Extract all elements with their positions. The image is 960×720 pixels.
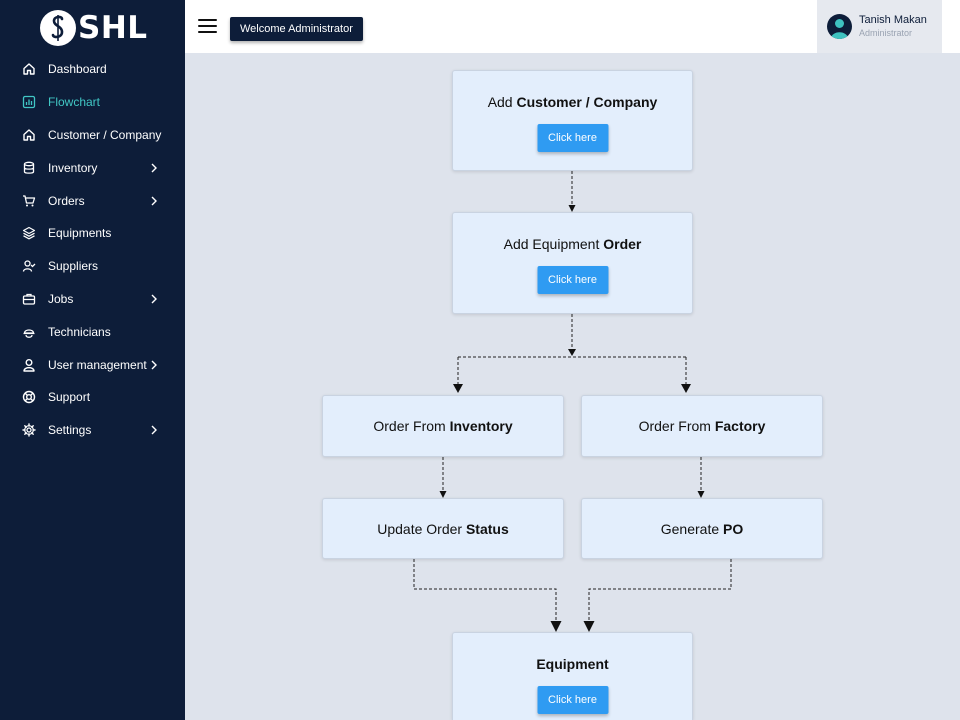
sidebar-item-label: User management bbox=[48, 357, 147, 372]
sidebar-item-label: Settings bbox=[48, 423, 92, 438]
sidebar-item-label: Suppliers bbox=[48, 259, 99, 274]
flow-step-title: Add Equipment Order bbox=[503, 236, 642, 252]
sidebar-item-label: Support bbox=[48, 390, 91, 405]
sidebar-item-label: Dashboard bbox=[48, 62, 107, 77]
chevron-right-icon bbox=[151, 163, 157, 173]
flow-step-order-from-factory: Order From Factory bbox=[581, 395, 823, 457]
user-icon bbox=[22, 358, 36, 372]
sidebar-item-orders[interactable]: Orders bbox=[0, 184, 185, 217]
chart-icon bbox=[22, 95, 36, 109]
user-role: Administrator bbox=[859, 28, 913, 38]
sidebar-item-user-management[interactable]: User management bbox=[0, 348, 185, 381]
layers-icon bbox=[22, 226, 36, 240]
sidebar-item-settings[interactable]: Settings bbox=[0, 414, 185, 447]
user-check-icon bbox=[22, 259, 36, 273]
lifebuoy-icon bbox=[22, 390, 36, 404]
chevron-right-icon bbox=[151, 425, 157, 435]
sidebar-nav: Dashboard Flowchart Customer / Company I… bbox=[0, 53, 185, 447]
sidebar-item-label: Flowchart bbox=[48, 95, 101, 110]
flow-step-add-customer: Add Customer / Company Click here bbox=[452, 70, 693, 171]
sidebar-item-label: Orders bbox=[48, 193, 85, 208]
sidebar: SHL Dashboard Flowchart Customer / Compa… bbox=[0, 0, 185, 720]
user-profile[interactable]: Tanish Makan Administrator bbox=[817, 0, 942, 53]
brand-logo[interactable]: SHL bbox=[40, 10, 148, 46]
flow-step-update-order-status: Update Order Status bbox=[322, 498, 564, 559]
database-icon bbox=[22, 161, 36, 175]
flow-step-equipment: Equipment Click here bbox=[452, 632, 693, 720]
sidebar-item-customer-company[interactable]: Customer / Company bbox=[0, 119, 185, 152]
flow-step-title: Equipment bbox=[536, 656, 609, 672]
add-customer-button[interactable]: Click here bbox=[537, 124, 608, 152]
flow-step-title: Add Customer / Company bbox=[487, 94, 658, 110]
flow-step-generate-po: Generate PO bbox=[581, 498, 823, 559]
sidebar-item-inventory[interactable]: Inventory bbox=[0, 151, 185, 184]
chevron-right-icon bbox=[151, 196, 157, 206]
sidebar-item-label: Equipments bbox=[48, 226, 112, 241]
equipment-button[interactable]: Click here bbox=[537, 686, 608, 714]
flow-step-order-from-inventory: Order From Inventory bbox=[322, 395, 564, 457]
sidebar-item-jobs[interactable]: Jobs bbox=[0, 283, 185, 316]
sidebar-item-label: Customer / Company bbox=[48, 127, 162, 142]
sidebar-item-label: Technicians bbox=[48, 324, 111, 339]
user-name: Tanish Makan bbox=[859, 14, 927, 26]
gear-icon bbox=[22, 423, 36, 437]
sidebar-item-support[interactable]: Support bbox=[0, 381, 185, 414]
avatar bbox=[827, 14, 852, 39]
helmet-icon bbox=[22, 325, 36, 339]
flow-step-title: Generate PO bbox=[660, 521, 744, 537]
sidebar-item-label: Inventory bbox=[48, 160, 98, 175]
sidebar-item-suppliers[interactable]: Suppliers bbox=[0, 250, 185, 283]
logo-icon bbox=[40, 10, 76, 46]
add-equipment-order-button[interactable]: Click here bbox=[537, 266, 608, 294]
sidebar-item-equipments[interactable]: Equipments bbox=[0, 217, 185, 250]
brand-name: SHL bbox=[78, 10, 148, 46]
menu-toggle-icon[interactable] bbox=[198, 19, 217, 35]
cart-icon bbox=[22, 194, 36, 208]
sidebar-item-technicians[interactable]: Technicians bbox=[0, 315, 185, 348]
sidebar-item-label: Jobs bbox=[48, 291, 74, 306]
sidebar-item-flowchart[interactable]: Flowchart bbox=[0, 86, 185, 119]
briefcase-icon bbox=[22, 292, 36, 306]
sidebar-item-dashboard[interactable]: Dashboard bbox=[0, 53, 185, 86]
home-icon bbox=[22, 62, 36, 76]
top-header: Welcome Administrator Tanish Makan Admin… bbox=[185, 0, 960, 53]
flow-step-add-equipment-order: Add Equipment Order Click here bbox=[452, 212, 693, 314]
flow-step-title: Order From Factory bbox=[638, 418, 766, 434]
flow-step-title: Order From Inventory bbox=[373, 418, 513, 434]
flow-step-title: Update Order Status bbox=[377, 521, 509, 537]
home-icon bbox=[22, 128, 36, 142]
chevron-right-icon bbox=[151, 294, 157, 304]
chevron-right-icon bbox=[151, 360, 157, 370]
welcome-badge: Welcome Administrator bbox=[230, 17, 363, 41]
